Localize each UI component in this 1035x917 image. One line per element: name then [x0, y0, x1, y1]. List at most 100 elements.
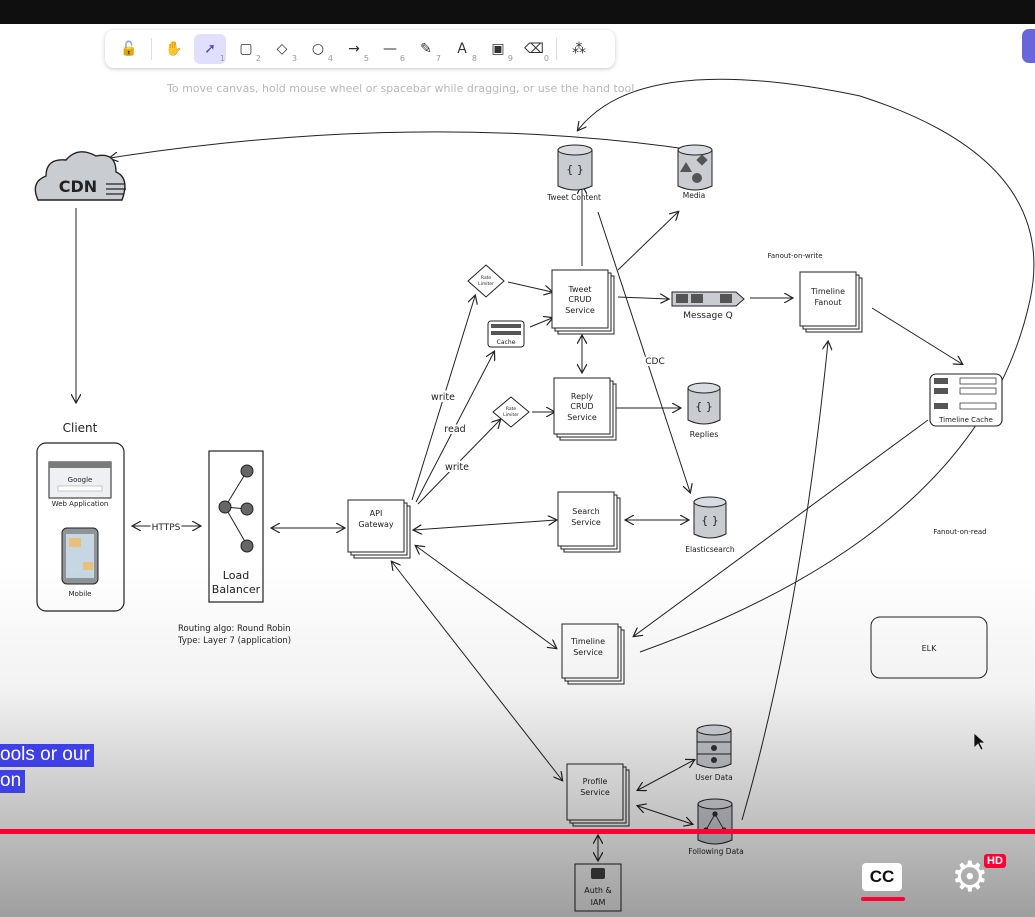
gear-icon: ⚙: [951, 852, 989, 901]
subtitles-button[interactable]: CC: [861, 863, 905, 903]
write-label-2: write: [445, 462, 469, 473]
image-tool-button[interactable]: ▣9: [482, 34, 514, 64]
svg-text:Rate: Rate: [506, 406, 517, 412]
caption-line-2: on: [0, 770, 26, 793]
svg-text:Tweet Content: Tweet Content: [546, 193, 601, 202]
search-service-node: Search Service: [557, 491, 621, 553]
fanout-on-write-label: Fanout-on-write: [767, 252, 822, 260]
arrow-tweet-media: [617, 212, 678, 271]
arrow-api-ratelimiter2: [417, 420, 500, 505]
envelope-icon: [676, 294, 688, 303]
cc-icon: CC: [862, 863, 902, 891]
player-controls: CC ⚙ HD: [0, 834, 1035, 917]
eraser-icon: ⌫: [524, 41, 544, 57]
draw-tool-button[interactable]: ✎7: [410, 34, 442, 64]
eraser-tool-button[interactable]: ⌫0: [518, 34, 550, 64]
mouse-cursor-icon: [973, 732, 987, 751]
tweet-content-db: { } Tweet Content: [546, 144, 601, 202]
svg-text:Service: Service: [565, 306, 595, 315]
svg-text:User Data: User Data: [695, 773, 732, 782]
caption-line-1: ools or our: [0, 744, 94, 767]
arrow-fanout-on-read: [578, 78, 1035, 653]
web-app-label: Web Application: [52, 500, 109, 508]
tool-shortcut-number: 7: [435, 54, 441, 63]
cdn-cloud-icon: [34, 151, 126, 201]
cdc-label: CDC: [645, 357, 665, 367]
arrow-profile-userdata: [638, 760, 694, 790]
tool-shortcut-number: 3: [291, 54, 297, 63]
lock-icon: 🔓: [120, 41, 138, 57]
write-label-1: write: [431, 392, 455, 403]
connections: [76, 78, 1035, 860]
svg-text:Message Q: Message Q: [683, 311, 732, 321]
svg-text:Rate: Rate: [481, 275, 492, 281]
read-label: read: [444, 424, 465, 435]
arrow-api-ratelimiter1: [411, 296, 475, 501]
cache-node: Cache: [487, 320, 525, 348]
diamond-icon: ◇: [276, 41, 288, 57]
svg-text:ELK: ELK: [922, 644, 938, 653]
svg-text:Gateway: Gateway: [358, 520, 394, 529]
toolbar-separator: [151, 38, 152, 60]
arrow-api-search: [414, 520, 556, 530]
arrow-profile-followingdata: [638, 806, 692, 824]
video-top-bar: [0, 0, 1035, 24]
routing-note-1: Routing algo: Round Robin: [178, 624, 291, 634]
draw-icon: ✎: [420, 41, 432, 57]
client-label: Client: [63, 421, 98, 435]
settings-button[interactable]: ⚙ HD: [951, 854, 1011, 904]
arrow-fanout-cache: [871, 307, 962, 364]
arrow-tweet-messageq: [617, 297, 668, 299]
arrow-ratelimiter1-tweet: [507, 281, 552, 292]
more-tools-tool-button[interactable]: ⁂: [563, 34, 595, 64]
json-icon: { }: [701, 514, 719, 527]
rectangle-icon: ▢: [239, 41, 253, 57]
cc-active-indicator: [861, 897, 905, 901]
arrow-api-cache: [415, 352, 494, 503]
rectangle-tool-button[interactable]: ▢2: [230, 34, 262, 64]
tweet-crud-node: Tweet CRUD Service: [551, 269, 615, 335]
reply-crud-node: Reply CRUD Service: [553, 377, 617, 441]
rate-limiter-2: Rate Limiter: [492, 396, 530, 428]
arrow-cache-tweet: [529, 318, 552, 328]
arrow-media-to-cdn: [110, 131, 694, 158]
cache-rows-icon: [491, 324, 521, 328]
hand-icon: ✋: [165, 41, 183, 57]
media-db: Media: [677, 144, 713, 200]
toolbar-separator: [556, 38, 557, 60]
svg-text:CRUD: CRUD: [568, 295, 591, 304]
text-icon: A: [457, 41, 467, 57]
arrow-tool-button[interactable]: →5: [338, 34, 370, 64]
svg-text:Search: Search: [572, 507, 599, 516]
ellipse-tool-button[interactable]: ○4: [302, 34, 334, 64]
tool-shortcut-number: 8: [471, 54, 477, 63]
selection-tool-button[interactable]: ➚1: [194, 34, 226, 64]
whiteboard-canvas[interactable]: CDN Client Google Web Application Mobile…: [0, 24, 1035, 917]
line-tool-button[interactable]: —6: [374, 34, 406, 64]
library-button[interactable]: [1022, 29, 1035, 63]
elasticsearch-db: { } Elasticsearch: [685, 496, 735, 554]
cdn-label: CDN: [59, 177, 97, 196]
svg-text:Timeline Cache: Timeline Cache: [938, 416, 993, 424]
hd-badge: HD: [984, 854, 1006, 868]
lock-tool-button[interactable]: 🔓: [113, 34, 145, 64]
ellipse-icon: ○: [311, 41, 325, 57]
arrow-fanout-followingdata: [741, 342, 828, 821]
tool-shortcut-number: 1: [219, 54, 225, 63]
hand-tool-button[interactable]: ✋: [158, 34, 190, 64]
canvas-hint: To move canvas, hold mouse wheel or spac…: [167, 82, 635, 95]
arrow-cache-timeline: [634, 419, 929, 636]
video-progress-bar[interactable]: [0, 829, 1035, 834]
message-queue-node: Message Q: [671, 291, 745, 321]
api-gateway-node: API Gateway: [347, 499, 411, 559]
svg-text:Media: Media: [683, 191, 706, 200]
subtitle-caption: ools or our on: [0, 744, 94, 796]
mobile-label: Mobile: [69, 590, 92, 598]
profile-service-node: Profile Service: [566, 763, 630, 827]
load-balancer-icon: [218, 464, 254, 553]
svg-text:CRUD: CRUD: [570, 402, 593, 411]
timeline-fanout-node: Timeline Fanout: [799, 271, 863, 333]
diamond-tool-button[interactable]: ◇3: [266, 34, 298, 64]
https-label: HTTPS: [152, 523, 181, 533]
